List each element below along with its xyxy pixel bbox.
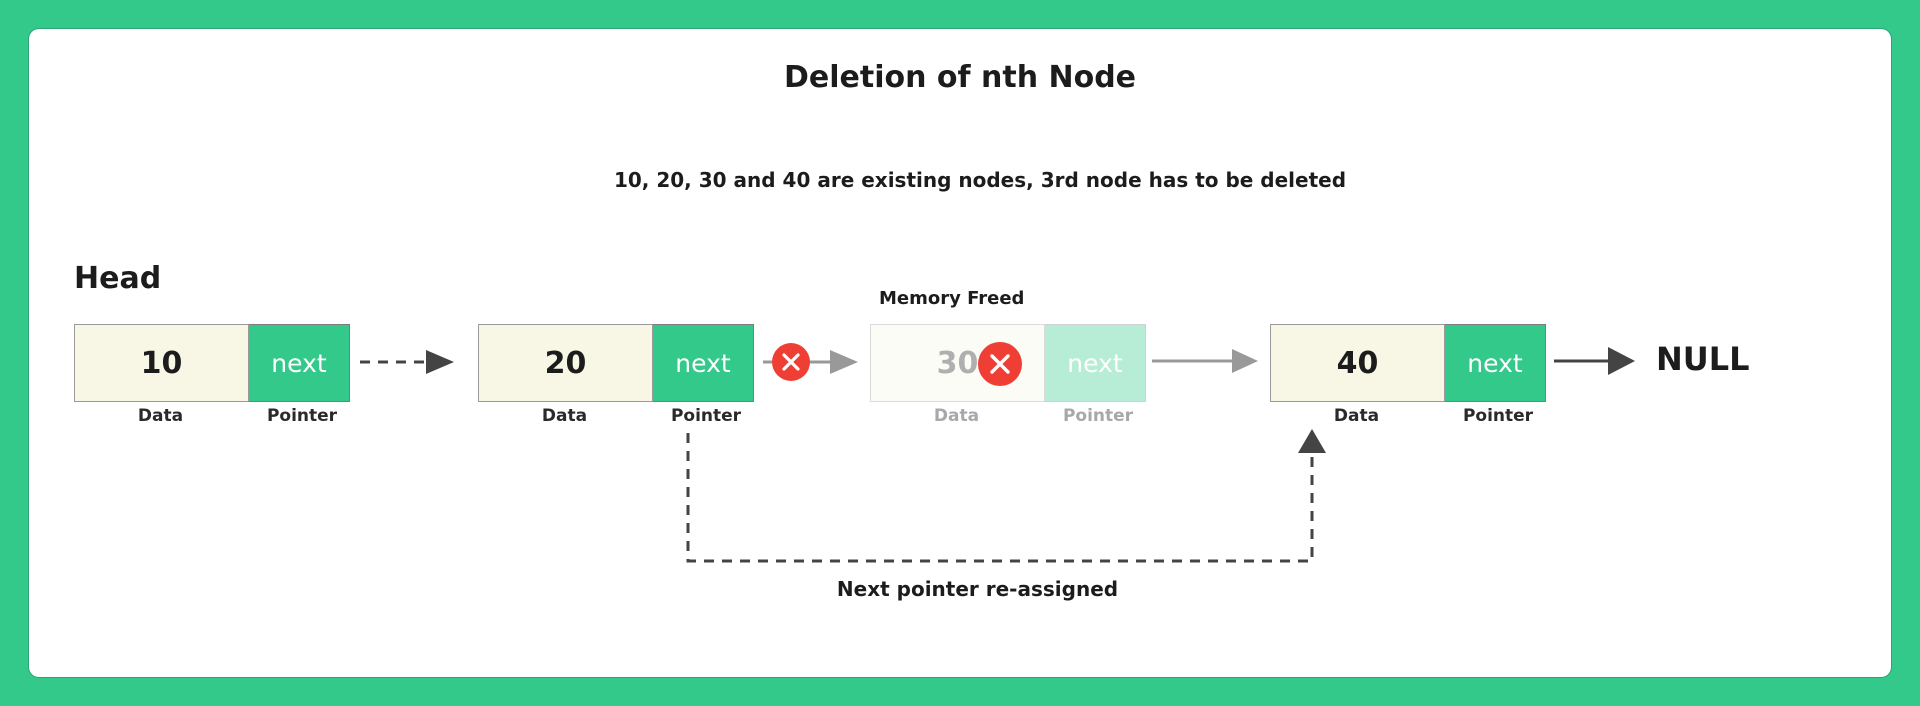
node-data-cell: 40 <box>1270 324 1445 402</box>
head-label: Head <box>74 261 162 296</box>
null-label: NULL <box>1656 340 1750 378</box>
node-pointer-cell: next <box>1445 324 1546 402</box>
memory-freed-label: Memory Freed <box>879 288 1025 309</box>
arrow-40-to-null <box>1554 347 1635 375</box>
reassigned-pointer-path <box>686 429 1326 563</box>
node-pointer-cell: next <box>249 324 350 402</box>
pointer-caption: Pointer <box>1062 406 1134 426</box>
data-caption: Data <box>1333 406 1380 426</box>
pointer-caption: Pointer <box>670 406 742 426</box>
diagram-subtitle: 10, 20, 30 and 40 are existing nodes, 3r… <box>613 168 1347 192</box>
node-pointer-cell: next <box>653 324 754 402</box>
node-pointer-cell: next <box>1045 324 1146 402</box>
close-icon <box>772 343 810 381</box>
diagram-title: Deletion of nth Node <box>783 60 1137 95</box>
node-20: 20 next <box>478 324 754 402</box>
reassign-label: Next pointer re-assigned <box>836 577 1119 601</box>
arrow-30-to-40 <box>1152 349 1258 373</box>
data-caption: Data <box>933 406 980 426</box>
node-30-deleted: 30 next <box>870 324 1146 402</box>
pointer-caption: Pointer <box>1462 406 1534 426</box>
node-40: 40 next <box>1270 324 1546 402</box>
node-data-cell: 10 <box>74 324 249 402</box>
data-caption: Data <box>137 406 184 426</box>
node-10: 10 next <box>74 324 350 402</box>
arrow-head-to-20 <box>360 350 454 374</box>
pointer-caption: Pointer <box>266 406 338 426</box>
node-data-cell: 20 <box>478 324 653 402</box>
data-caption: Data <box>541 406 588 426</box>
close-icon <box>978 342 1022 386</box>
